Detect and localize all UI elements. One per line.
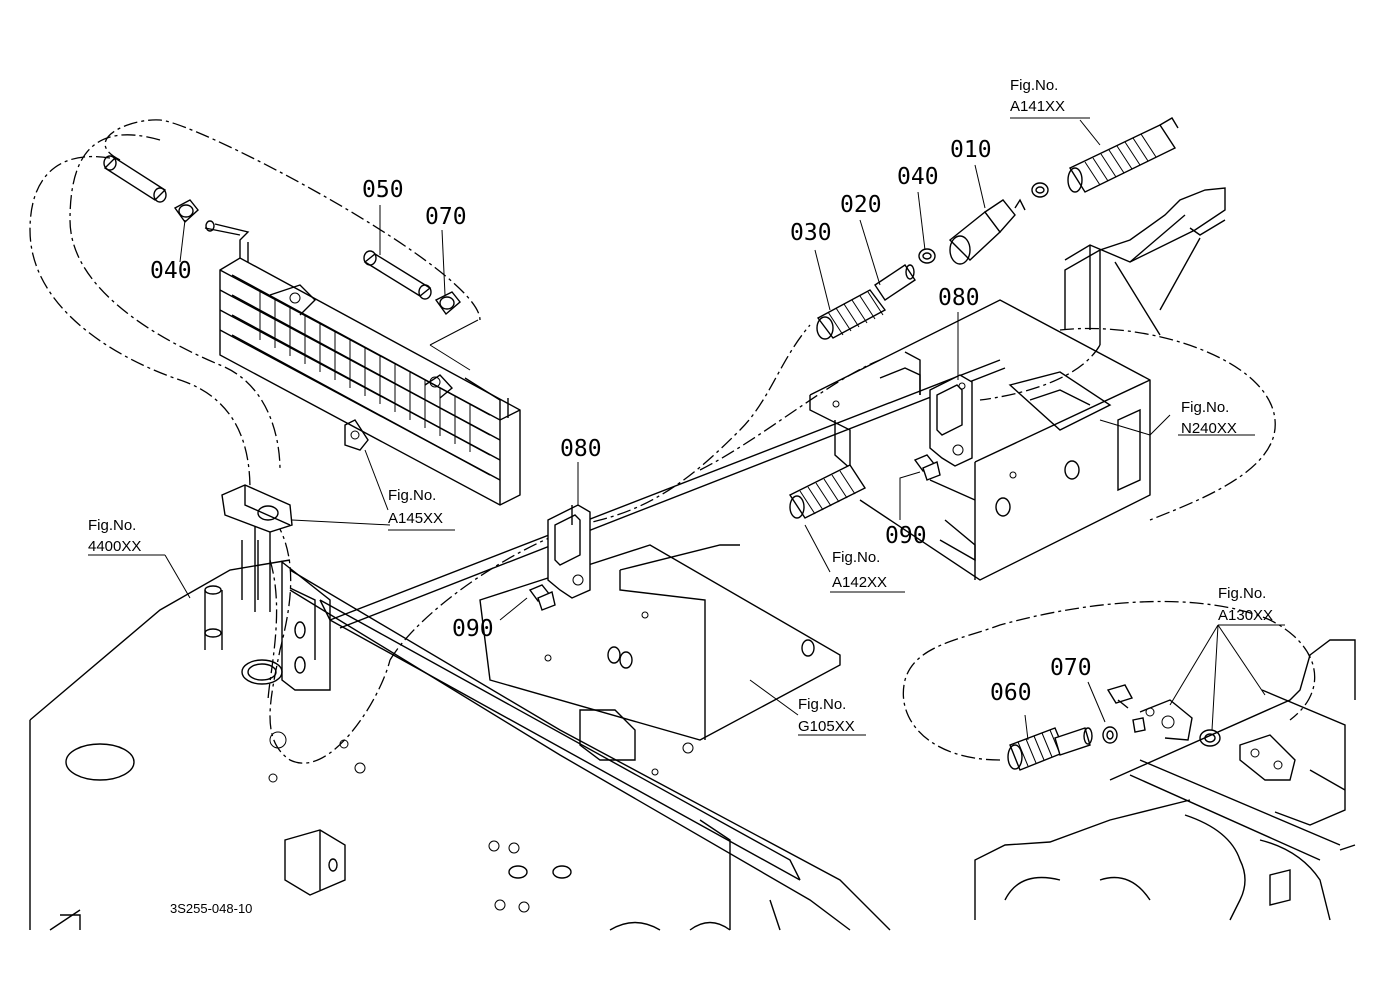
bolt-090-right xyxy=(913,454,941,481)
label-040-left: 040 xyxy=(150,258,192,284)
spring-060 xyxy=(1007,726,1118,771)
ref-a130: A130XX xyxy=(1218,607,1273,624)
label-010: 010 xyxy=(950,137,992,163)
label-050: 050 xyxy=(362,177,404,203)
label-020: 020 xyxy=(840,192,882,218)
ref-a145: A145XX xyxy=(388,510,443,527)
bolt-090-left xyxy=(528,584,556,611)
ref-a142: A142XX xyxy=(832,574,887,591)
oil-cooler xyxy=(204,220,521,506)
ref-a142-prefix: Fig.No. xyxy=(832,549,880,566)
ref-4400: 4400XX xyxy=(88,538,141,555)
part-labels: 010 020 030 040 040 050 070 060 070 080 … xyxy=(150,137,1092,706)
figure-references: Fig.No. A141XX Fig.No. N240XX Fig.No. A1… xyxy=(88,77,1273,735)
main-cable xyxy=(329,359,1006,629)
label-070-bottom: 070 xyxy=(1050,655,1092,681)
label-080-right: 080 xyxy=(938,285,980,311)
label-030: 030 xyxy=(790,220,832,246)
label-090-left: 090 xyxy=(452,616,494,642)
housing-n240 xyxy=(809,187,1226,581)
ref-a141-prefix: Fig.No. xyxy=(1010,77,1058,94)
drawing-code: 3S255-048-10 xyxy=(170,901,252,916)
hose-050 xyxy=(363,250,461,316)
cable-outlines xyxy=(29,119,1316,764)
ref-n240-prefix: Fig.No. xyxy=(1181,399,1229,416)
cable-assembly xyxy=(816,117,1179,340)
area-a130 xyxy=(974,639,1356,921)
ref-g105: G105XX xyxy=(798,718,855,735)
leader-lines xyxy=(88,117,1285,741)
hose-top-left xyxy=(103,155,199,224)
ref-a145-prefix: Fig.No. xyxy=(388,487,436,504)
cooler-fins xyxy=(259,292,471,452)
label-070-top: 070 xyxy=(425,204,467,230)
ref-4400-prefix: Fig.No. xyxy=(88,517,136,534)
clamp-a145 xyxy=(221,484,293,533)
clip-080-left xyxy=(547,504,591,599)
label-090-right: 090 xyxy=(885,523,927,549)
label-060: 060 xyxy=(990,680,1032,706)
spring-a142 xyxy=(788,464,867,519)
clip-080-right xyxy=(929,374,973,467)
ref-a130-prefix: Fig.No. xyxy=(1218,585,1266,602)
ref-a141: A141XX xyxy=(1010,98,1065,115)
label-080-left: 080 xyxy=(560,436,602,462)
label-040-right: 040 xyxy=(897,164,939,190)
chassis-frame xyxy=(29,520,891,931)
ref-n240: N240XX xyxy=(1181,420,1237,437)
ref-g105-prefix: Fig.No. xyxy=(798,696,846,713)
